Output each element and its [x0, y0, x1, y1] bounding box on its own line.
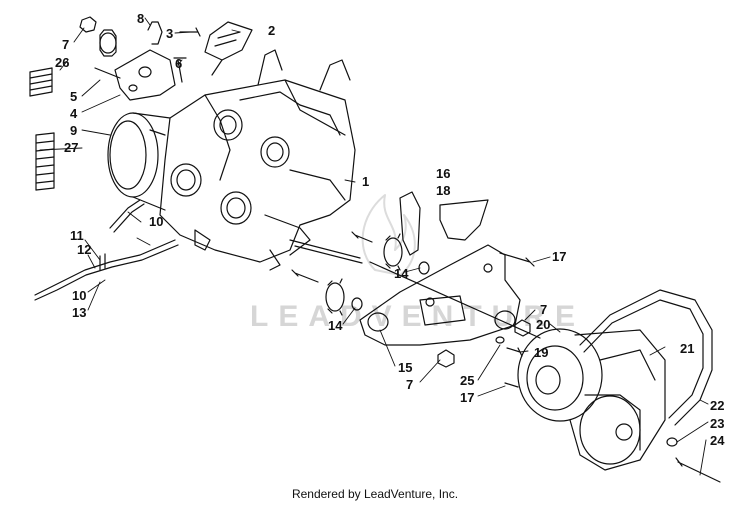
- callout-label: 21: [680, 341, 695, 356]
- sprocket-lower: [325, 278, 363, 316]
- callout-label: 16: [436, 166, 451, 181]
- callout-label: 4: [70, 106, 78, 121]
- callout-label: 12: [77, 242, 92, 257]
- callout-label: 27: [64, 140, 79, 155]
- bolt-5: [94, 67, 121, 79]
- callout-label: 18: [436, 183, 451, 198]
- callout-label: 15: [398, 360, 413, 375]
- nut-7-right: [514, 319, 531, 337]
- bolt-lower: [291, 269, 319, 283]
- leader-lines: [39, 17, 709, 476]
- callout-label: 9: [70, 123, 78, 138]
- callout-label: 17: [460, 390, 475, 405]
- callout-label: 7: [540, 302, 548, 317]
- footer-credit: Rendered by LeadVenture, Inc.: [291, 487, 459, 501]
- callout-label: 6: [175, 56, 183, 71]
- washer-25: [495, 336, 505, 344]
- top-gear: [99, 29, 117, 57]
- callout-label: 14: [328, 318, 343, 333]
- callout-label: 20: [536, 317, 551, 332]
- tensioner-handle: [204, 21, 253, 76]
- cable-clip: [147, 21, 163, 45]
- drive-shaft: [369, 261, 541, 339]
- callout-label: 8: [137, 11, 145, 26]
- callout-label: 7: [62, 37, 70, 52]
- callout-label: 1: [362, 174, 370, 189]
- callout-label: 7: [406, 377, 414, 392]
- bolt-17-upper: [499, 252, 535, 267]
- oil-lines: [34, 199, 211, 301]
- spring-26: [29, 67, 53, 97]
- drive-belt: [579, 289, 713, 426]
- callout-label: 14: [394, 266, 409, 281]
- top-nut: [79, 16, 97, 33]
- mounting-plate: [359, 244, 521, 346]
- callout-label: 3: [166, 26, 174, 41]
- washer-23: [666, 437, 678, 447]
- callout-label: 17: [552, 249, 567, 264]
- callout-label: 22: [710, 398, 725, 413]
- callout-label: 5: [70, 89, 78, 104]
- bolt-upper: [351, 231, 373, 243]
- nut-7-lower: [437, 349, 455, 368]
- logo-flame-shape: [361, 194, 416, 276]
- callout-label: 2: [268, 23, 276, 38]
- bolt-17-lower: [504, 382, 519, 388]
- callout-label: 19: [534, 345, 549, 360]
- bracket-16-18: [399, 191, 489, 256]
- engine-block: [159, 49, 363, 271]
- long-bolt-24: [675, 457, 721, 483]
- flywheel-cover: [107, 112, 171, 211]
- callout-label: 25: [460, 373, 475, 388]
- spring-27: [35, 132, 55, 191]
- drive-clutch: [517, 328, 666, 471]
- callout-label: 23: [710, 416, 725, 431]
- callout-label: 10: [149, 214, 164, 229]
- callout-label: 24: [710, 433, 725, 448]
- watermark: LEADVENTURE: [250, 300, 586, 333]
- callout-label: 26: [55, 55, 70, 70]
- callout-label: 10: [72, 288, 87, 303]
- callout-label: 11: [70, 228, 84, 243]
- engine-mount-bracket: [114, 49, 176, 101]
- callout-label: 13: [72, 305, 87, 320]
